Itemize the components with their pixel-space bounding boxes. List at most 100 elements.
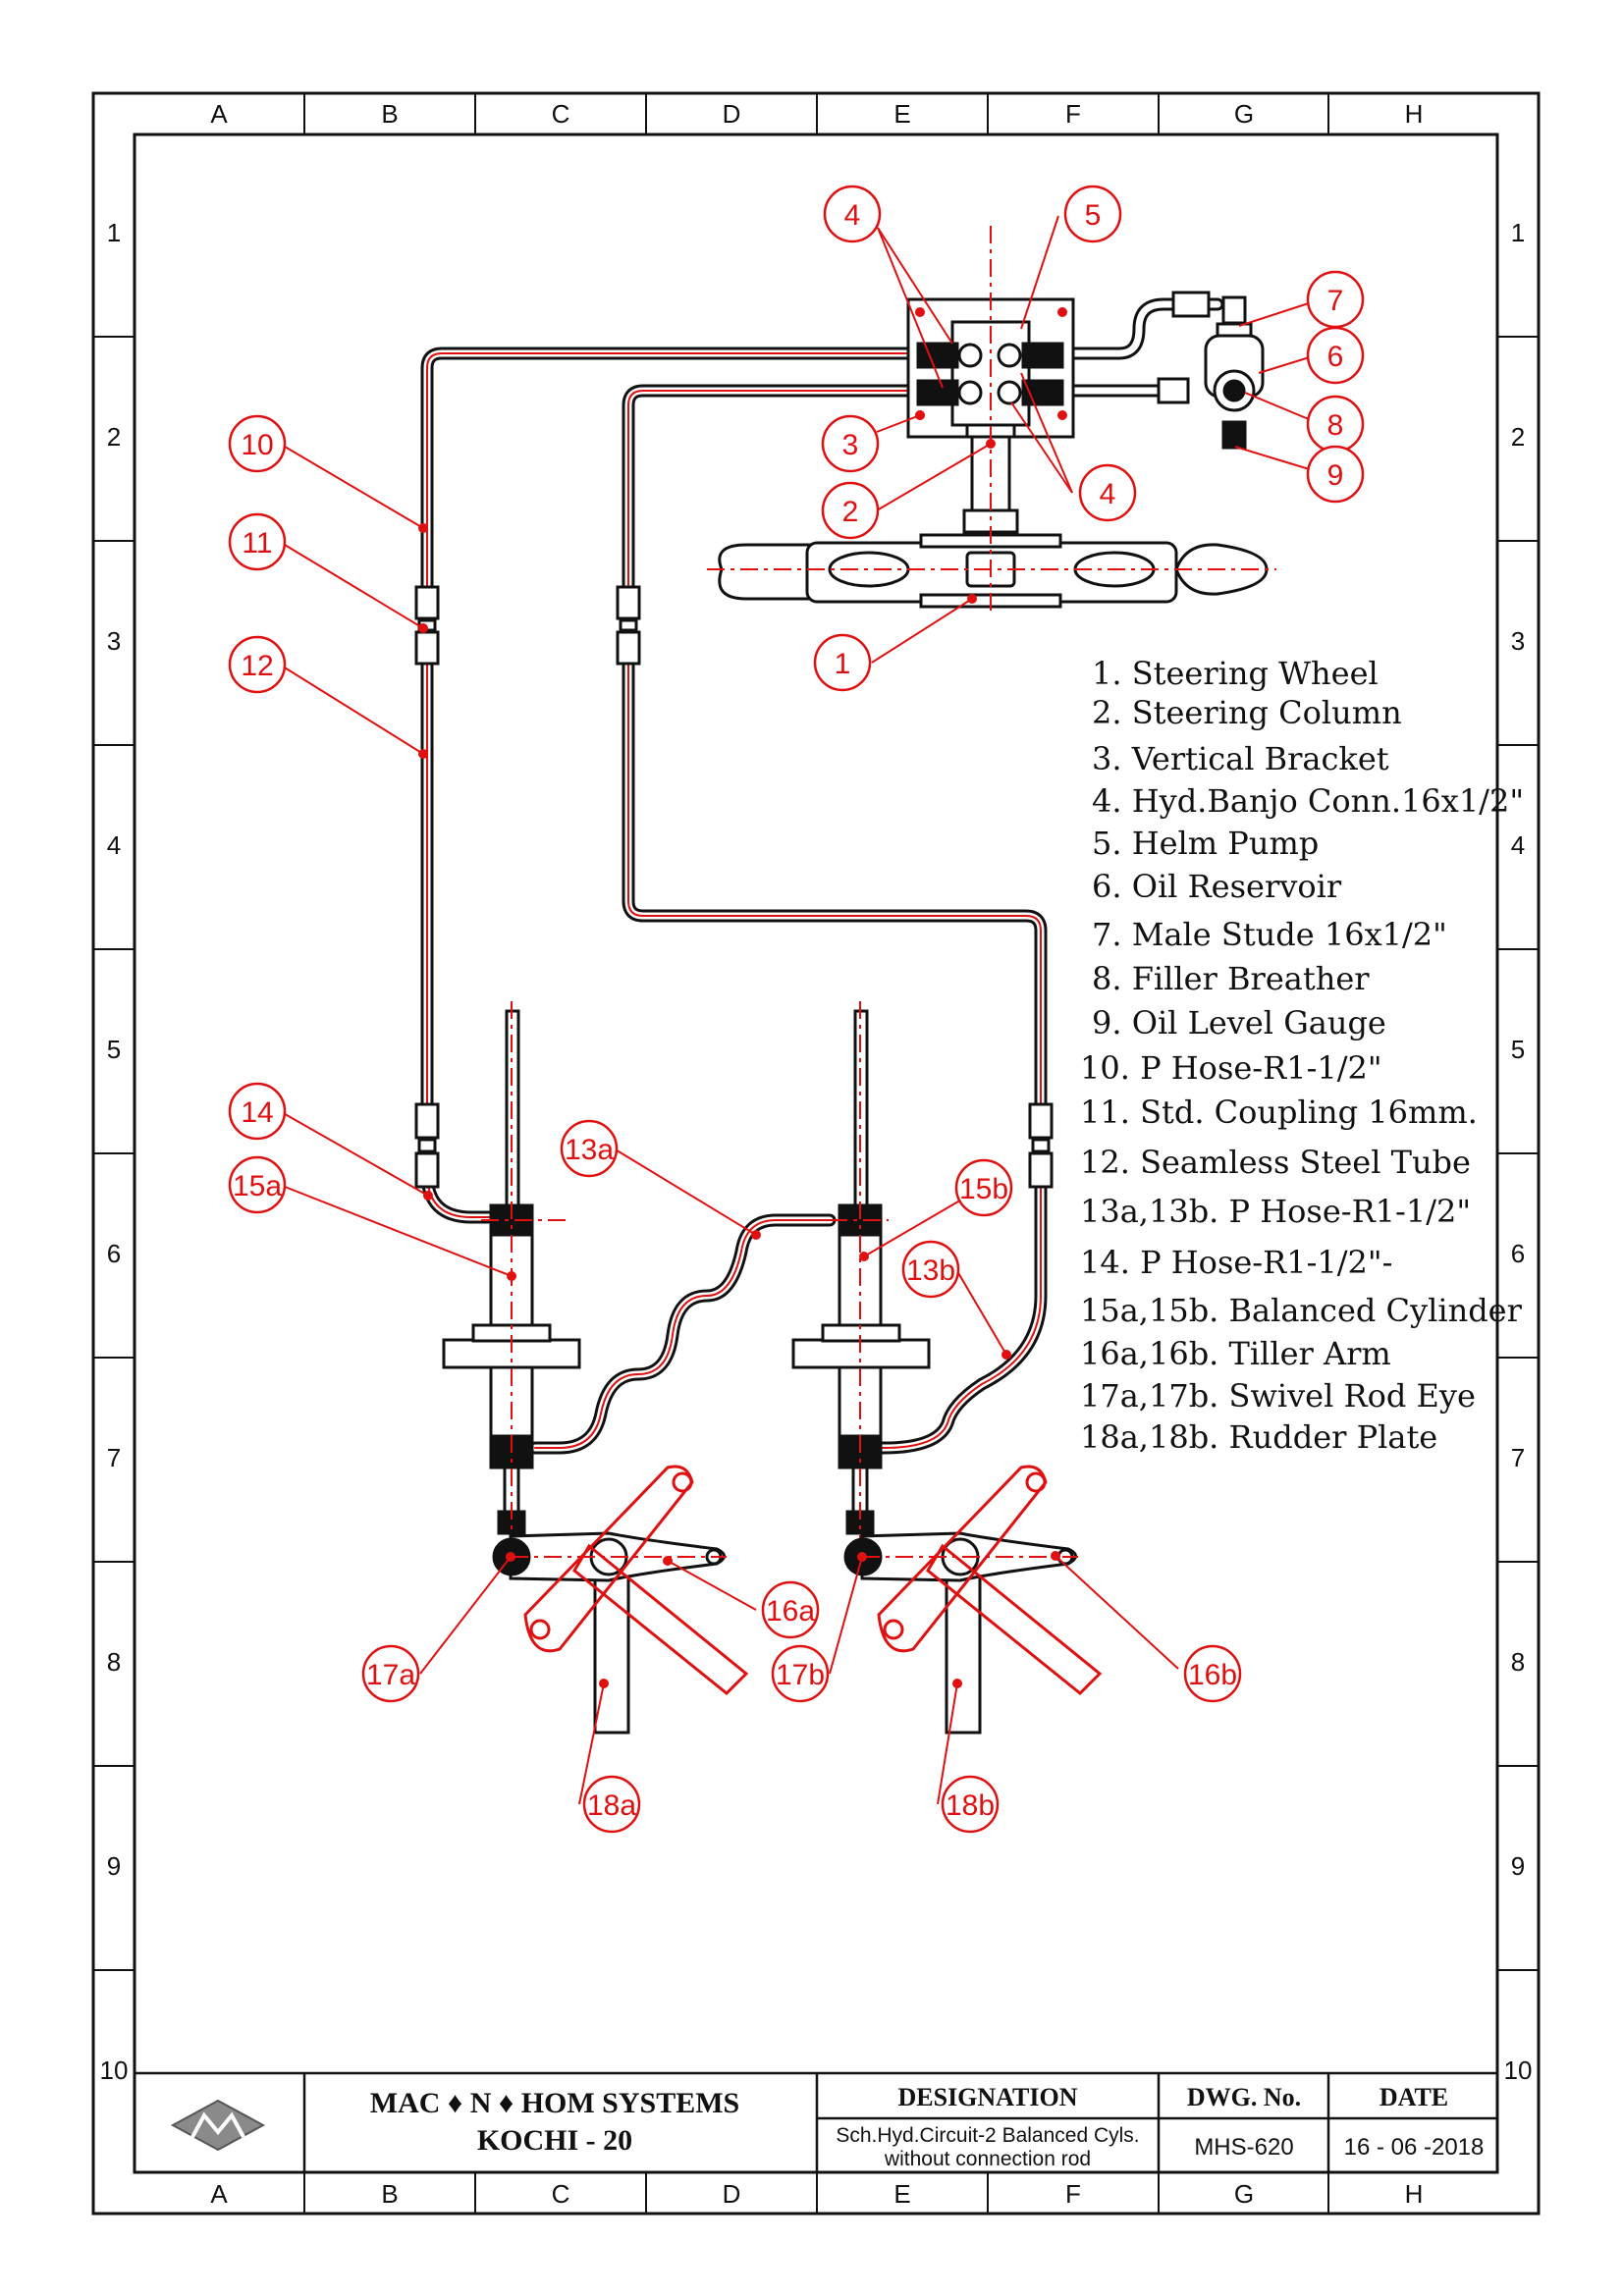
parts-legend: 1. Steering Wheel 2. Steering Column 3. …	[1080, 655, 1524, 1456]
col-label-c-bottom: C	[552, 2179, 570, 2209]
callout-5: 5	[1085, 199, 1102, 232]
callout-17b: 17b	[776, 1659, 825, 1691]
row-label-2-left: 2	[107, 422, 121, 452]
col-label-g-top: G	[1234, 99, 1254, 129]
row-label-5-left: 5	[107, 1035, 121, 1064]
oil-reservoir	[1204, 295, 1265, 450]
legend-item: 4. Hyd.Banjo Conn.16x1/2"	[1092, 782, 1524, 820]
tiller-arm-b	[843, 1531, 1077, 1735]
legend-item: 14. P Hose-R1-1/2"-	[1080, 1244, 1392, 1281]
legend-item: 15a,15b. Balanced Cylinder	[1080, 1292, 1523, 1329]
row-label-4-right: 4	[1511, 830, 1525, 860]
row-label-6-left: 6	[107, 1239, 121, 1268]
company-name: MAC ♦ N ♦ HOM SYSTEMS	[370, 2087, 739, 2119]
callout-10: 10	[241, 429, 273, 461]
legend-item: 5. Helm Pump	[1092, 825, 1319, 862]
legend-item: 6. Oil Reservoir	[1092, 868, 1342, 905]
row-label-9-left: 9	[107, 1851, 121, 1881]
tiller-arm-alt-positions	[523, 1465, 1103, 1696]
callout-13a: 13a	[565, 1134, 614, 1166]
callout-17a: 17a	[366, 1659, 415, 1691]
col-label-d-top: D	[723, 99, 741, 129]
leader-lines	[279, 215, 1322, 1805]
designation-line-1: Sch.Hyd.Circuit-2 Balanced Cyls.	[836, 2124, 1139, 2147]
row-label-2-right: 2	[1511, 422, 1525, 452]
coupling-fittings	[414, 291, 1211, 1189]
col-label-b-top: B	[381, 99, 398, 129]
row-label-1-right: 1	[1511, 218, 1525, 247]
legend-item: 11. Std. Coupling 16mm.	[1080, 1094, 1478, 1131]
legend-item: 17a,17b. Swivel Rod Eye	[1080, 1377, 1476, 1415]
balanced-cylinder-b	[791, 1009, 931, 1535]
legend-item: 12. Seamless Steel Tube	[1080, 1144, 1471, 1181]
col-label-f-top: F	[1065, 99, 1081, 129]
callout-8: 8	[1327, 409, 1344, 442]
callout-6: 6	[1327, 341, 1344, 373]
row-label-8-right: 8	[1511, 1647, 1525, 1677]
balanced-cylinder-a	[442, 1009, 581, 1535]
date-label: DATE	[1380, 2083, 1448, 2111]
legend-item: 8. Filler Breather	[1092, 960, 1370, 997]
legend-item: 10. P Hose-R1-1/2"	[1080, 1049, 1382, 1087]
title-block	[135, 2071, 1497, 2172]
col-label-h-top: H	[1405, 99, 1424, 129]
callout-4a: 4	[844, 199, 861, 232]
steering-wheel	[718, 533, 1269, 609]
dwg-no-value: MHS-620	[1194, 2134, 1293, 2161]
callout-15b: 15b	[959, 1173, 1008, 1205]
col-label-b-bottom: B	[381, 2179, 398, 2209]
row-label-10-left: 10	[100, 2056, 129, 2085]
company-location: KOCHI - 20	[477, 2124, 632, 2157]
row-label-3-right: 3	[1511, 626, 1525, 656]
legend-item: 16a,16b. Tiller Arm	[1080, 1335, 1391, 1372]
callout-9: 9	[1327, 459, 1344, 492]
row-label-9-right: 9	[1511, 1851, 1525, 1881]
leader-dots	[418, 410, 1060, 1688]
callout-18a: 18a	[587, 1789, 636, 1822]
row-label-7-right: 7	[1511, 1443, 1525, 1472]
row-label-3-left: 3	[107, 626, 121, 656]
row-label-4-left: 4	[107, 830, 121, 860]
callout-1: 1	[835, 648, 851, 680]
callout-11: 11	[242, 527, 272, 560]
legend-item: 13a,13b. P Hose-R1-1/2"	[1080, 1193, 1471, 1230]
col-label-e-bottom: E	[893, 2179, 910, 2209]
callout-16b: 16b	[1188, 1659, 1237, 1691]
col-label-g-bottom: G	[1234, 2179, 1254, 2209]
row-label-1-left: 1	[107, 218, 121, 247]
callout-16a: 16a	[766, 1595, 815, 1628]
designation-line-2: without connection rod	[884, 2148, 1091, 2170]
callout-bubbles	[228, 185, 1365, 1834]
legend-item: 18a,18b. Rudder Plate	[1080, 1418, 1437, 1456]
legend-item: 3. Vertical Bracket	[1092, 740, 1389, 777]
legend-item: 9. Oil Level Gauge	[1092, 1004, 1386, 1041]
callout-3: 3	[842, 429, 859, 461]
legend-item: 7. Male Stude 16x1/2"	[1092, 916, 1447, 953]
col-label-c-top: C	[552, 99, 570, 129]
callout-18b: 18b	[946, 1789, 995, 1822]
callout-15a: 15a	[233, 1170, 282, 1202]
legend-item: 2. Steering Column	[1092, 694, 1402, 731]
callout-14: 14	[241, 1096, 273, 1129]
callout-7: 7	[1327, 285, 1344, 317]
callout-4b: 4	[1100, 478, 1116, 510]
row-label-7-left: 7	[107, 1443, 121, 1472]
col-label-h-bottom: H	[1405, 2179, 1424, 2209]
row-label-6-right: 6	[1511, 1239, 1525, 1268]
legend-item: 1. Steering Wheel	[1092, 655, 1379, 692]
designation-label: DESIGNATION	[897, 2083, 1077, 2111]
row-label-5-right: 5	[1511, 1035, 1525, 1064]
callout-12: 12	[241, 650, 273, 682]
company-logo	[170, 2099, 266, 2152]
col-label-a-top: A	[210, 99, 228, 129]
col-label-d-bottom: D	[723, 2179, 741, 2209]
col-label-e-top: E	[893, 99, 910, 129]
col-label-a-bottom: A	[210, 2179, 228, 2209]
row-label-8-left: 8	[107, 1647, 121, 1677]
callout-2: 2	[842, 496, 859, 528]
dwg-no-label: DWG. No.	[1187, 2083, 1301, 2111]
date-value: 16 - 06 -2018	[1344, 2134, 1485, 2161]
col-label-f-bottom: F	[1065, 2179, 1081, 2209]
row-label-10-right: 10	[1504, 2056, 1533, 2085]
